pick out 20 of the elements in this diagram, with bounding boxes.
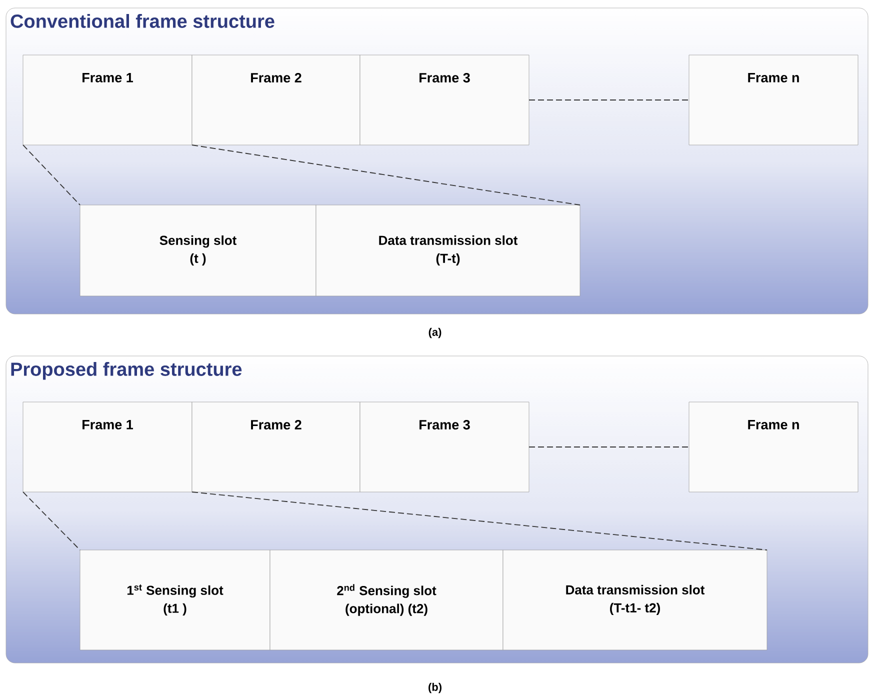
zoom-line	[192, 492, 768, 550]
frame-box: Frame 3	[360, 54, 530, 146]
subfigure-label: (b)	[428, 682, 442, 694]
zoom-line	[22, 492, 80, 550]
slot-box: 2$^{nd}$ Sensing slot (optional) (t2)	[270, 550, 504, 650]
frame-box: Frame n	[688, 402, 858, 492]
frame-box: Frame 2	[192, 402, 360, 492]
slot-box: Data transmission slot (T-t)	[316, 204, 580, 296]
slot-box: Data transmission slot (T-t1- t2)	[502, 550, 768, 650]
frame-box: Frame 1	[22, 54, 192, 146]
subfigure-label: (a)	[428, 328, 442, 338]
slot-box: Sensing slot (t )	[80, 204, 316, 296]
zoom-line	[22, 144, 80, 206]
frame-box: Frame 3	[360, 402, 530, 492]
slot-box: 1$^{st}$ Sensing slot (t1 )	[80, 550, 270, 650]
zoom-line	[192, 144, 580, 206]
frame-box: Frame 1	[22, 402, 192, 492]
frame-box: Frame 2	[192, 54, 360, 146]
frame-box: Frame n	[688, 54, 858, 146]
zoom-line	[528, 446, 690, 448]
